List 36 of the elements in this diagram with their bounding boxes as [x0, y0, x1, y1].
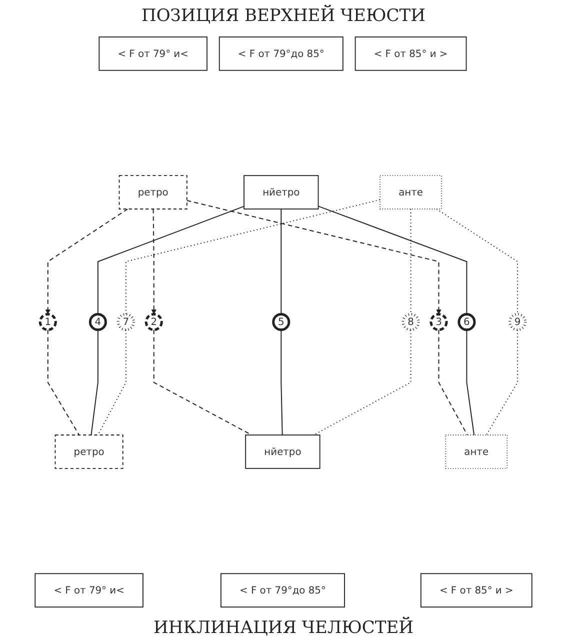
node-box: нйетро — [244, 175, 319, 210]
arrow — [151, 208, 157, 314]
title: ПОЗИЦИЯ ВЕРХНЕЙ ЧЕЮСТИ — [142, 6, 426, 26]
node-box: < F от 79°до 85° — [218, 36, 344, 71]
node-box: нйетро — [245, 434, 320, 469]
connector — [280, 208, 282, 315]
connector — [466, 329, 475, 436]
connector — [436, 208, 518, 315]
connector — [410, 208, 412, 315]
node-box: < F от 85° и > — [420, 573, 532, 608]
node-circle: 4 — [88, 312, 107, 332]
node-circle: 6 — [458, 312, 476, 332]
node-box: < F от 79°до 85° — [220, 573, 345, 608]
node-circle: 8 — [402, 312, 420, 332]
connector — [280, 329, 283, 436]
node-box: < F от 79° и< — [34, 573, 144, 608]
connector — [318, 206, 468, 315]
arrow — [186, 200, 442, 314]
node-circle: 2 — [144, 312, 163, 332]
connector — [486, 329, 518, 436]
connector — [97, 206, 245, 315]
connector — [438, 329, 468, 436]
node-box: < F от 85° и > — [354, 36, 467, 71]
node-box: ретро — [118, 175, 188, 210]
node-circle: 7 — [116, 312, 135, 332]
connector — [90, 329, 98, 436]
node-box: ретро — [54, 434, 124, 469]
node-box: < F от 79° и< — [98, 36, 208, 71]
node-circle: 3 — [430, 312, 448, 332]
caption: ИНКЛИНАЦИЯ ЧЕЛЮСТЕЙ — [154, 618, 414, 638]
node-circle: 5 — [272, 312, 290, 332]
connector — [97, 329, 126, 436]
connector — [47, 329, 80, 436]
arrow — [45, 208, 128, 314]
node-circle: 1 — [38, 312, 57, 332]
node-circle: 9 — [508, 312, 527, 332]
